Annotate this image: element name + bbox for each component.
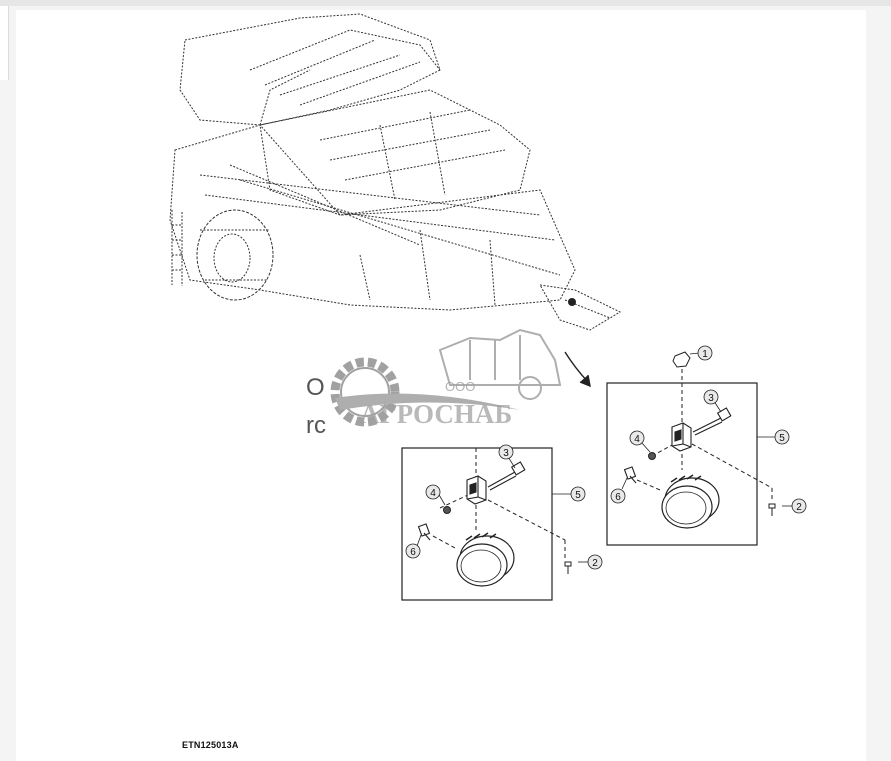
- callout-3-right: 3: [703, 389, 719, 405]
- document-sheet: [16, 10, 866, 761]
- connector-part: [623, 466, 637, 484]
- watermark-brand: АГРОСНАБ: [360, 399, 512, 429]
- top-nut-part: [672, 351, 691, 368]
- bracket-part: [671, 422, 692, 452]
- callout-4-left: 4: [425, 484, 441, 500]
- callout-6-right: 6: [610, 488, 626, 504]
- light-location-marker: [568, 298, 576, 306]
- combine-harvester-drawing: [169, 13, 622, 331]
- svg-text:6: 6: [615, 492, 621, 503]
- svg-text:4: 4: [430, 488, 436, 499]
- left-panel-edge: [0, 6, 9, 80]
- callout-5-right: 5: [774, 429, 790, 445]
- detail-inset-left: 2 3 4 5 6: [401, 444, 603, 601]
- callout-2-left: 2: [587, 554, 603, 570]
- svg-text:5: 5: [779, 433, 785, 444]
- nut-part: [648, 452, 656, 460]
- background-text-line2: rc: [306, 412, 326, 439]
- background-text-line1: O: [306, 374, 325, 401]
- callout-6-left: 6: [405, 543, 421, 559]
- svg-text:3: 3: [503, 448, 509, 459]
- svg-text:2: 2: [592, 558, 598, 569]
- svg-text:1: 1: [702, 349, 708, 360]
- bolt-part: [487, 461, 526, 491]
- callout-4-right: 4: [629, 430, 645, 446]
- svg-text:5: 5: [575, 490, 581, 501]
- callout-3-left: 3: [498, 444, 514, 460]
- svg-text:6: 6: [410, 547, 416, 558]
- top-bar: [0, 0, 891, 6]
- screw-part: [564, 561, 572, 574]
- callout-1-right: 1: [697, 345, 713, 361]
- bolt-part: [692, 407, 732, 436]
- svg-text:2: 2: [796, 502, 802, 513]
- bracket-part: [466, 475, 487, 505]
- screw-part: [768, 503, 776, 516]
- work-light-lamp: [456, 532, 515, 587]
- detail-inset-right: 1 2 3 4 5 6: [606, 345, 807, 546]
- svg-text:4: 4: [634, 434, 640, 445]
- callout-5-left: 5: [570, 486, 586, 502]
- watermark-prefix: ООО: [445, 379, 475, 394]
- nut-part: [443, 506, 451, 514]
- work-light-lamp: [661, 474, 720, 529]
- pointer-arrow: [564, 351, 591, 388]
- figure-id-label: ETN125013A: [182, 740, 239, 750]
- callout-2-right: 2: [791, 498, 807, 514]
- connector-part: [417, 523, 431, 541]
- svg-text:3: 3: [708, 393, 714, 404]
- agrosnab-watermark: ООО АГРОСНАБ: [330, 328, 562, 429]
